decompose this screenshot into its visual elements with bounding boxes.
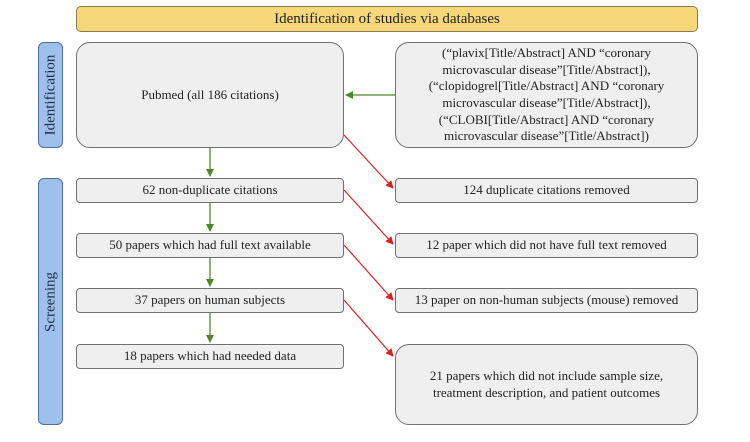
query-text: (“plavix[Title/Abstract] AND “coronary m…	[428, 45, 665, 144]
nondup-text: 62 non-duplicate citations	[142, 182, 278, 198]
identification-section-bar: Identification	[38, 42, 63, 148]
no-data-box: 21 papers which did not include sample s…	[395, 344, 698, 425]
human-box: 37 papers on human subjects	[76, 288, 344, 313]
nonhuman-box: 13 paper on non-human subjects (mouse) r…	[395, 288, 698, 313]
pubmed-box: Pubmed (all 186 citations)	[76, 42, 344, 148]
nondup-box: 62 non-duplicate citations	[76, 178, 344, 203]
no-data-text: 21 papers which did not include sample s…	[429, 367, 664, 400]
arrow-nondup-to-no-fulltext	[343, 189, 394, 245]
duplicates-text: 124 duplicate citations removed	[463, 182, 630, 198]
nonhuman-text: 13 paper on non-human subjects (mouse) r…	[414, 292, 679, 308]
header-banner: Identification of studies via databases	[76, 6, 698, 32]
arrow-pubmed-to-duplicates	[343, 134, 394, 189]
pubmed-text: Pubmed (all 186 citations)	[141, 86, 279, 102]
fulltext-text: 50 papers which had full text available	[109, 237, 311, 253]
query-box: (“plavix[Title/Abstract] AND “coronary m…	[395, 42, 698, 148]
data-text: 18 papers which had needed data	[123, 348, 297, 364]
arrow-human-to-no-data	[343, 299, 394, 357]
no-fulltext-text: 12 paper which did not have full text re…	[426, 237, 667, 253]
human-text: 37 papers on human subjects	[134, 292, 286, 308]
duplicates-box: 124 duplicate citations removed	[395, 178, 698, 203]
data-box: 18 papers which had needed data	[76, 344, 344, 369]
arrow-fulltext-to-nonhuman	[343, 244, 394, 301]
fulltext-box: 50 papers which had full text available	[76, 233, 344, 258]
header-title: Identification of studies via databases	[274, 10, 500, 27]
screening-section-bar: Screening	[38, 178, 63, 425]
no-fulltext-box: 12 paper which did not have full text re…	[395, 233, 698, 258]
